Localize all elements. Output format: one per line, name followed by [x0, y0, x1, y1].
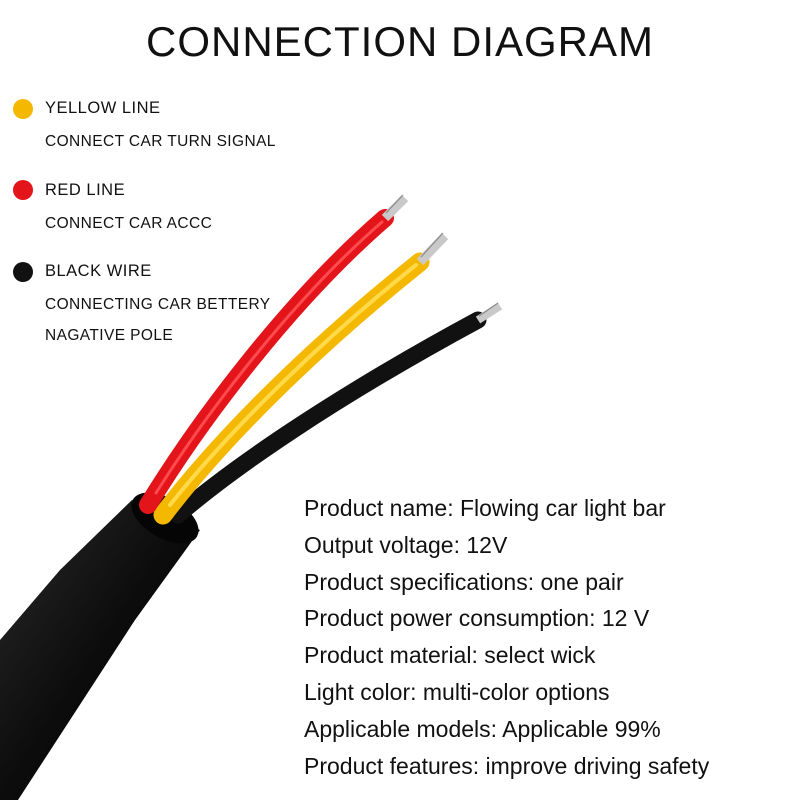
legend-black-description-line-2: NAGATIVE POLE — [45, 327, 174, 344]
black-wire — [169, 311, 487, 524]
legend-red-title: RED LINE — [45, 181, 126, 199]
page-title: CONNECTION DIAGRAM — [145, 18, 654, 65]
yellow-wire-highlight — [168, 263, 418, 507]
spec-light-color: Light color: multi-color options — [304, 678, 610, 705]
legend-yellow-description: CONNECT CAR TURN SIGNAL — [45, 133, 276, 150]
legend-black-description-line-1: CONNECTING CAR BETTERY — [45, 296, 271, 313]
spec-material: Product material: select wick — [304, 642, 596, 669]
black-wire-tip — [475, 302, 503, 324]
spec-power-consumption: Product power consumption: 12 V — [304, 605, 650, 632]
black-dot-icon — [13, 262, 33, 282]
yellow-dot-icon — [13, 99, 33, 119]
legend-black-title: BLACK WIRE — [45, 262, 152, 280]
red-wire-highlight — [154, 220, 384, 495]
spec-features: Product features: improve driving safety — [304, 752, 710, 779]
legend-red-description: CONNECT CAR ACCC — [45, 215, 213, 232]
product-specs: Product name: Flowing car light bar Outp… — [304, 490, 709, 784]
red-dot-icon — [13, 180, 33, 200]
spec-specifications: Product specifications: one pair — [304, 568, 624, 595]
cable-jacket — [0, 500, 200, 800]
red-wire — [139, 209, 394, 514]
legend-yellow-title: YELLOW LINE — [45, 99, 161, 117]
spec-applicable-models: Applicable models: Applicable 99% — [304, 715, 661, 742]
yellow-wire-tip — [416, 232, 449, 266]
spec-output-voltage: Output voltage: 12V — [304, 531, 508, 558]
red-wire-tip — [381, 194, 409, 222]
spec-product-name: Product name: Flowing car light bar — [304, 495, 666, 521]
